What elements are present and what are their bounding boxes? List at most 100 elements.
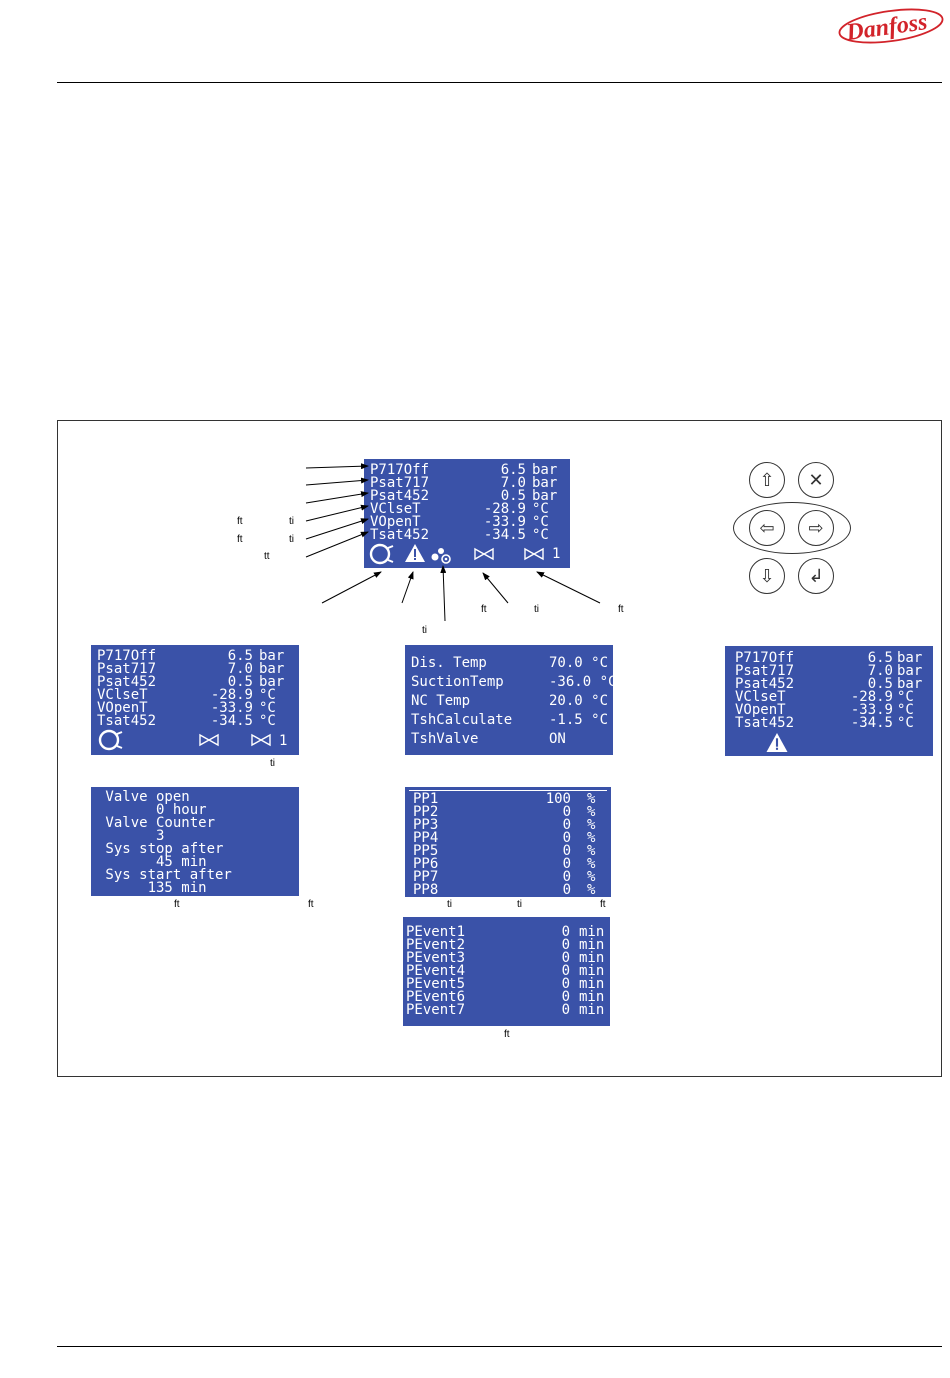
row-name: VOpenT	[97, 700, 148, 716]
lcd-row: SuctionTemp -36.0 °C	[405, 674, 613, 692]
danfoss-logo: Danfoss	[836, 6, 946, 46]
left-right-oval	[733, 502, 851, 554]
row-name: TshCalculate	[411, 712, 513, 728]
right-arrow-button[interactable]: ⇨	[798, 510, 834, 546]
row-value: 7.0	[867, 663, 893, 679]
lcd-line: Sys stop after	[97, 841, 224, 857]
row-name: Psat452	[370, 488, 430, 504]
screen-e-caption: ti	[447, 899, 452, 910]
row-value: -34.5	[850, 715, 893, 731]
row-unit: %	[587, 856, 596, 872]
valve-icon	[251, 733, 271, 747]
row-value: 0	[561, 950, 570, 966]
lcd-line: Sys start after	[97, 867, 232, 883]
lcd-row: VClseT-28.9°C	[364, 501, 570, 517]
row-name: P717Off	[97, 648, 157, 664]
cancel-button[interactable]: ✕	[798, 462, 834, 498]
row-unit: %	[587, 843, 596, 859]
lcd-row: Tsat452-34.5°C	[91, 713, 299, 729]
lcd-row: TshCalculate-1.5 °C	[405, 712, 613, 730]
lcd-row: Psat452 0.5 bar	[364, 488, 570, 504]
row-unit: bar	[532, 488, 558, 504]
logo-text: Danfoss	[844, 9, 929, 46]
row-name: TshValve	[411, 731, 479, 747]
row-value: 0	[561, 1002, 570, 1018]
row-unit: °C	[259, 713, 276, 729]
warning-icon	[765, 732, 789, 753]
row-name: VClseT	[370, 501, 421, 517]
screen-d-display: Valve open 0 hour Valve Counter 3 Sys st…	[91, 787, 299, 896]
annotation-label: ft	[618, 604, 624, 615]
row-value: 20.0 °C	[549, 693, 609, 709]
row-value: -28.9	[210, 687, 253, 703]
lcd-row: VOpenT-33.9°C	[364, 514, 570, 530]
row-value: 70.0 °C	[549, 655, 609, 671]
row-value: -34.5	[210, 713, 253, 729]
down-arrow-button[interactable]: ⇩	[749, 558, 785, 594]
row-value: -33.9	[210, 700, 253, 716]
row-unit: min	[579, 989, 605, 1005]
annotation-label: tt	[264, 551, 270, 562]
row-name: Tsat452	[735, 715, 795, 731]
row-unit: bar	[897, 676, 923, 692]
row-unit: %	[587, 817, 596, 833]
row-name: Psat452	[735, 676, 795, 692]
row-unit: min	[579, 937, 605, 953]
valve-icon	[474, 547, 494, 561]
row-name: NC Temp	[411, 693, 471, 709]
row-value: 6.5	[500, 462, 526, 478]
row-unit: °C	[532, 501, 549, 517]
row-value: 0	[562, 856, 571, 872]
row-name: PEvent7	[406, 1002, 466, 1018]
row-value: -36.0 °C	[549, 674, 613, 690]
screen-e-caption: ti	[517, 899, 522, 910]
up-arrow-button[interactable]: ⇧	[749, 462, 785, 498]
row-name: PP5	[413, 843, 439, 859]
row-name: Psat717	[735, 663, 795, 679]
row-name: SuctionTemp	[411, 674, 504, 690]
row-unit: min	[579, 963, 605, 979]
header-rule	[57, 82, 942, 83]
row-unit: bar	[532, 462, 558, 478]
lcd-row: VClseT-28.9°C	[725, 689, 933, 705]
row-unit: °C	[897, 702, 914, 718]
row-name: P717Off	[370, 462, 430, 478]
lcd-row: Tsat452-34.5°C	[364, 527, 570, 543]
row-unit: °C	[259, 687, 276, 703]
defrost-icon	[430, 545, 452, 565]
row-name: PP1	[413, 791, 439, 807]
row-name: VOpenT	[370, 514, 421, 530]
row-unit: bar	[259, 648, 285, 664]
enter-button[interactable]: ↲	[798, 558, 834, 594]
row-value: -33.9	[850, 702, 893, 718]
row-unit: °C	[532, 527, 549, 543]
row-value: 0.5	[500, 488, 526, 504]
row-name: Tsat452	[370, 527, 430, 543]
row-value: 0	[562, 817, 571, 833]
screen-d-caption: ft	[174, 899, 180, 910]
row-value: 7.0	[227, 661, 253, 677]
row-name: PP3	[413, 817, 439, 833]
row-unit: %	[587, 830, 596, 846]
left-arrow-button[interactable]: ⇦	[749, 510, 785, 546]
compressor-icon	[97, 729, 123, 751]
row-unit: bar	[897, 650, 923, 666]
lcd-line: 135 min	[97, 880, 207, 896]
lcd-row: VOpenT-33.9°C	[725, 702, 933, 718]
row-value: ON	[549, 731, 566, 747]
lcd-row: PP3 0%	[405, 817, 611, 833]
row-unit: %	[587, 869, 596, 885]
right-arrow-icon: ⇨	[808, 517, 824, 539]
row-unit: %	[587, 882, 596, 897]
